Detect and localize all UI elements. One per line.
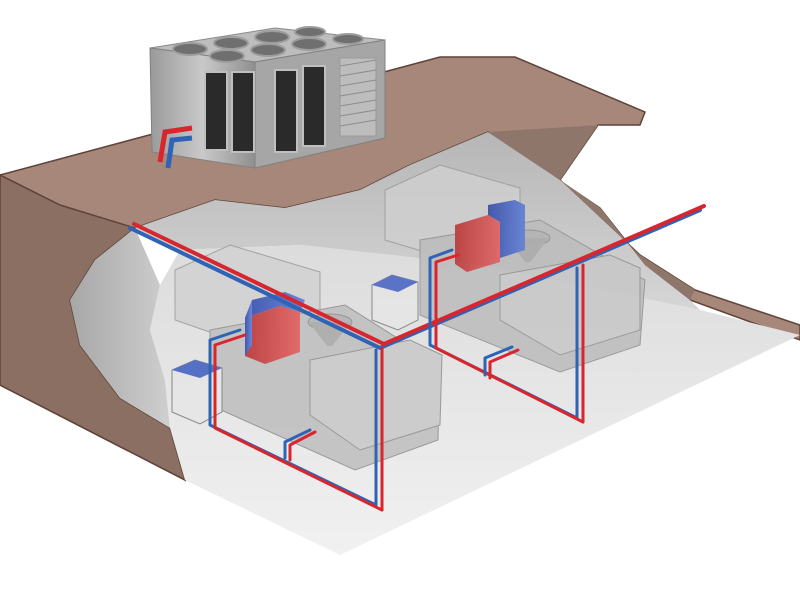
return-branch-front [283,428,312,460]
side-grille [339,59,377,127]
coil-panel [231,71,255,153]
piping-network [128,204,706,512]
supply-to-front-unit [213,333,247,400]
coil-panel [274,69,298,153]
tcu-red-box [245,306,300,364]
return-to-front-unit [208,328,242,397]
supply-to-rear-unit [434,253,460,320]
supply-branch-rear [488,348,520,380]
return-branch-rear [483,345,514,377]
cooler-fans [172,26,364,63]
fan-icon [209,49,245,63]
return-main-pipe [128,208,702,350]
coil-panel [339,57,377,137]
cooler-supply-stub [157,125,193,163]
fan-icon [332,33,364,45]
tcu-blue-box [488,200,525,258]
cave-left-wall [70,228,170,428]
tcu-red-box [455,215,500,272]
supply-main-pipe [132,204,706,346]
supply-branch-front [288,430,317,462]
cooler-coil-panels [204,57,377,153]
fan-icon [172,42,208,56]
tcu-blue-side [245,300,252,356]
dry-cooler-unit [149,26,386,169]
fan-icon [213,36,249,50]
cave-right-wall [488,125,695,300]
control-cabinet-top [372,275,418,292]
supply-floor-rear [434,316,585,424]
fan-icon [250,43,286,57]
return-to-rear-unit [428,248,454,317]
cooler-return-stub [165,135,193,169]
fan-icon [254,30,290,44]
coil-panel [302,65,326,147]
fan-icon [291,37,327,51]
fan-icon [294,26,326,38]
coil-panel [204,71,228,151]
injection-machine-rear [371,164,646,373]
supply-floor-front [213,396,384,512]
